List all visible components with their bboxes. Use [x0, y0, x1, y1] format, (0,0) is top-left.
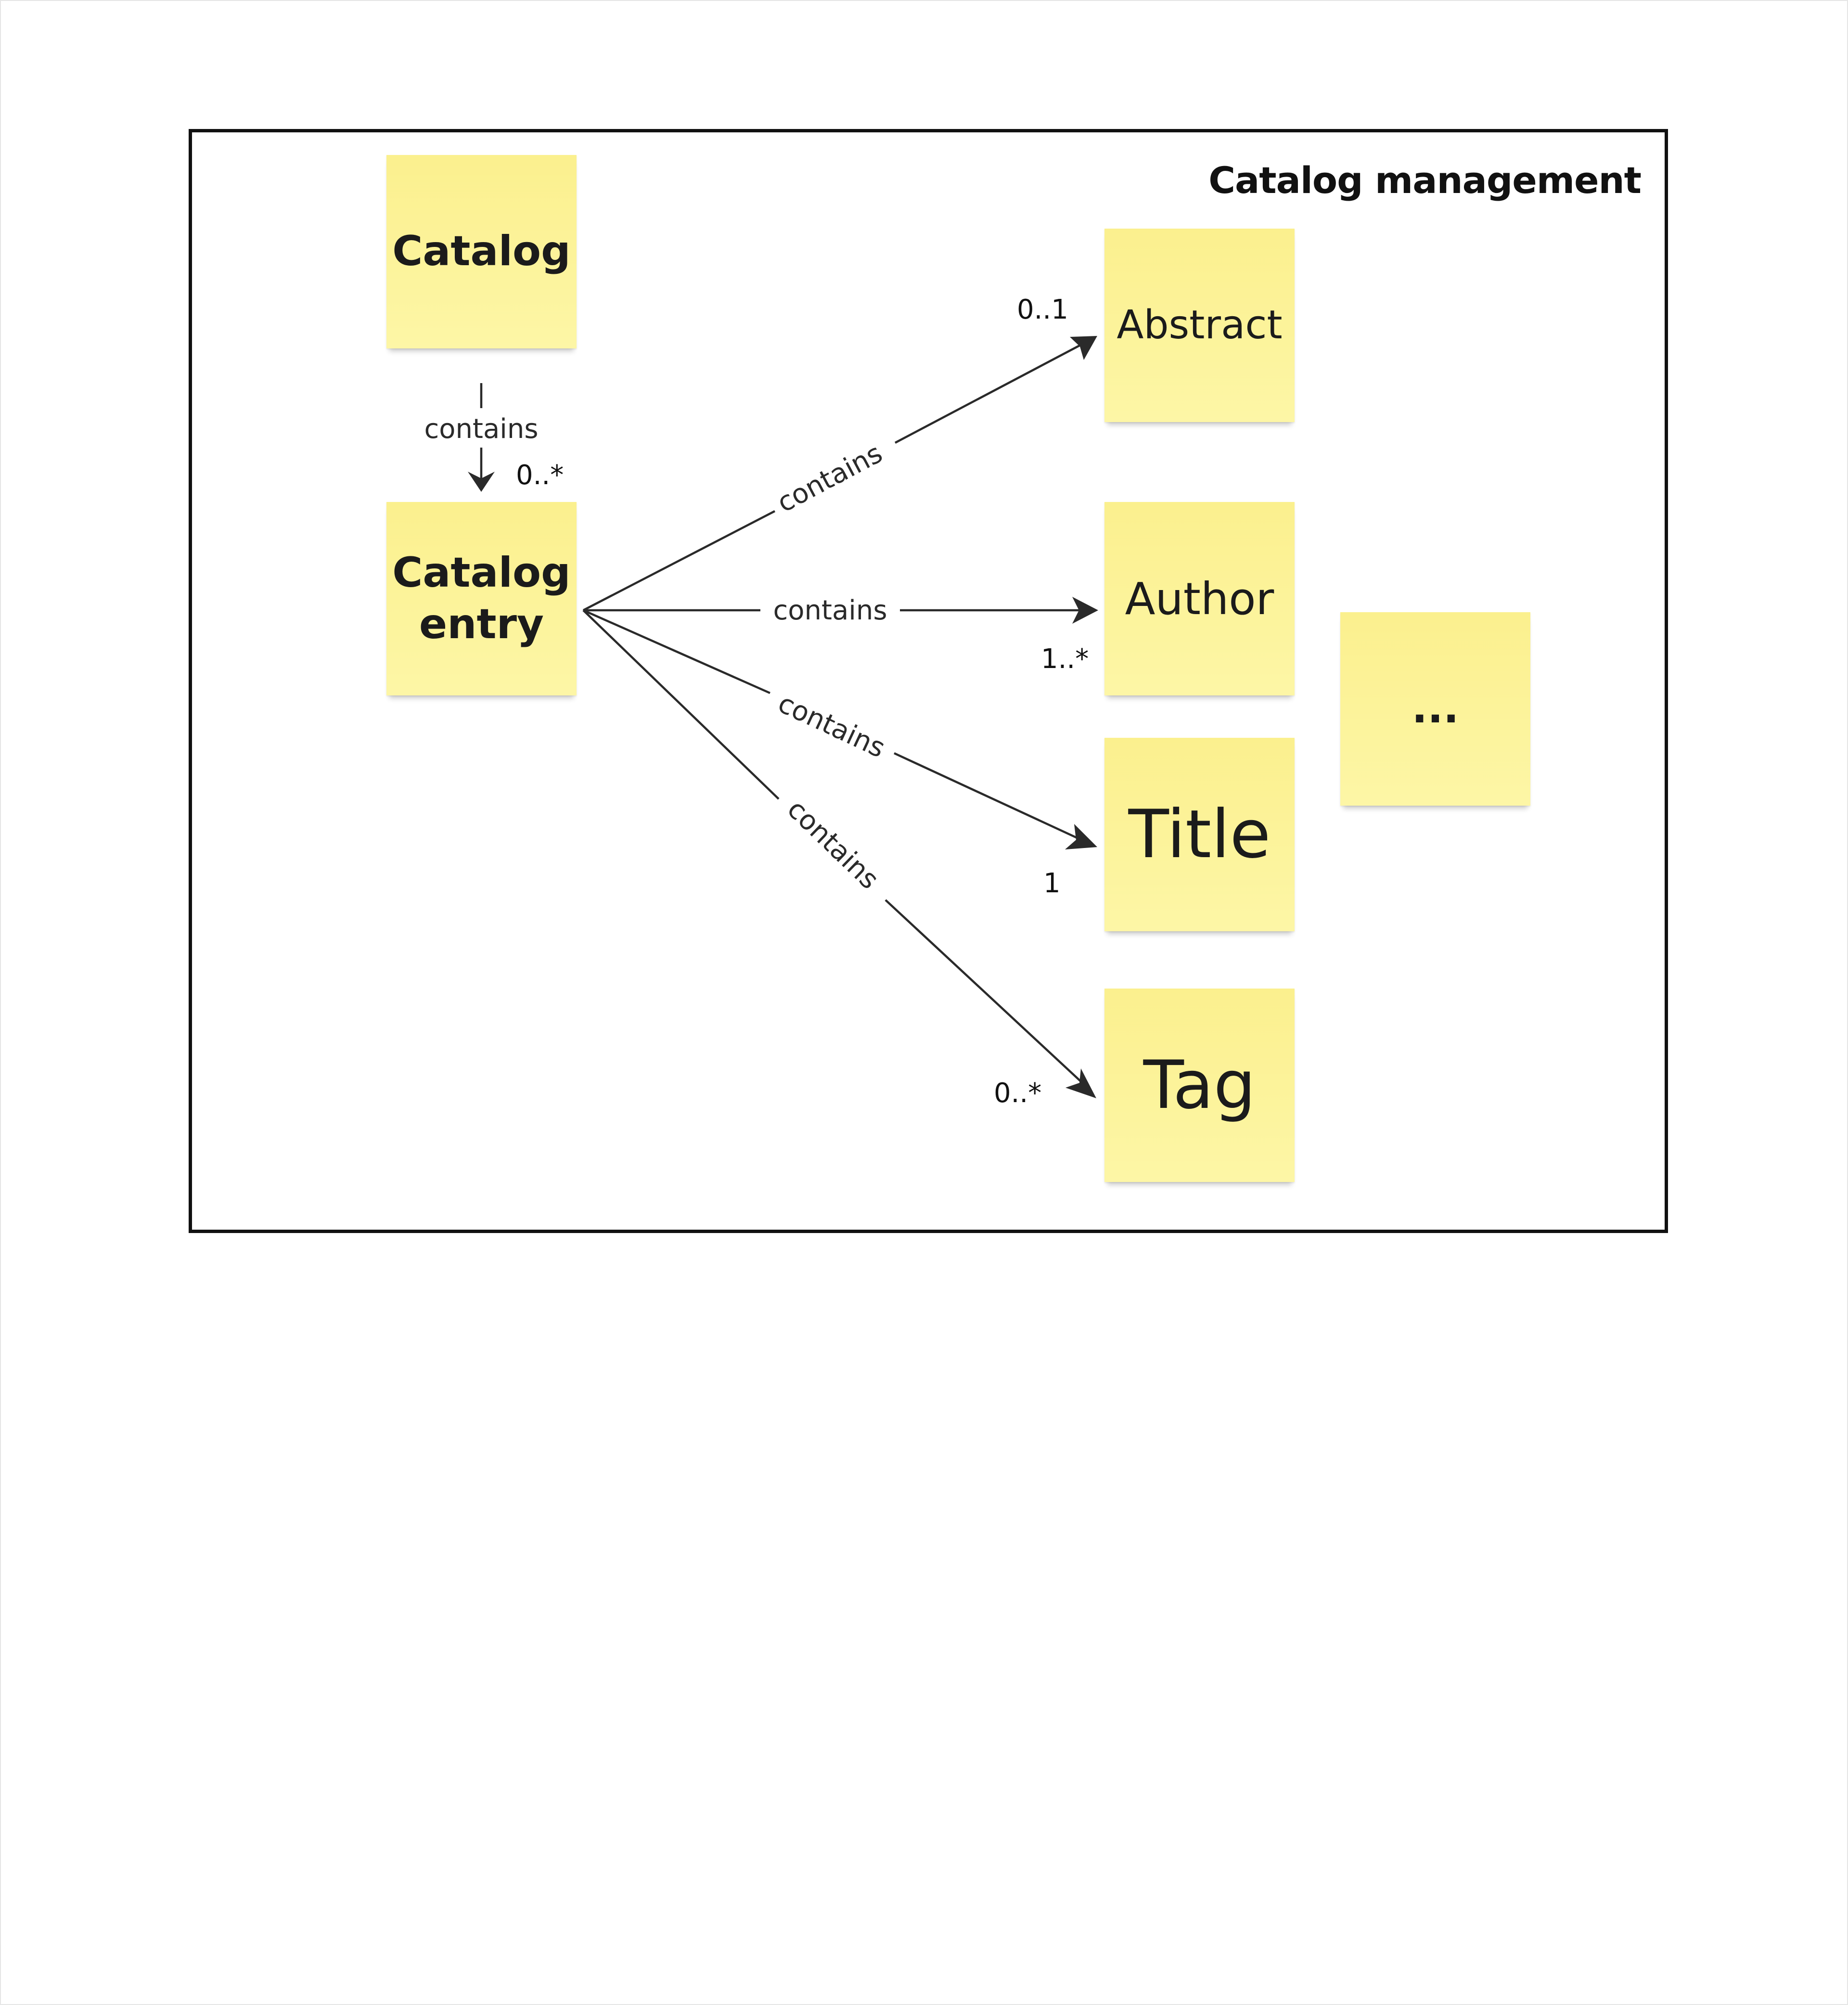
sticky-text: Title: [1128, 795, 1271, 873]
edge-entry-to-author[interactable]: contains 1..*: [583, 595, 1098, 675]
edge-line: [582, 609, 780, 800]
edge-line: [582, 510, 776, 611]
edge-entry-to-tag[interactable]: contains 0..*: [582, 609, 1096, 1109]
sticky-text: Catalog entry: [392, 547, 570, 651]
arrowhead: [1065, 824, 1097, 849]
edge-line: [583, 609, 770, 694]
sticky-text: Tag: [1143, 1046, 1256, 1124]
edge-label: contains: [773, 688, 890, 764]
arrowhead: [1072, 597, 1098, 624]
sticky-note-author[interactable]: Author: [1104, 502, 1295, 695]
sticky-note-catalog[interactable]: Catalog: [386, 155, 577, 348]
arrowhead: [1070, 336, 1097, 360]
edge-label: contains: [773, 595, 887, 626]
multiplicity-label: 1..*: [1041, 643, 1089, 675]
sticky-note-tag[interactable]: Tag: [1104, 989, 1295, 1182]
edge-entry-to-abstract[interactable]: contains 0..1: [582, 294, 1097, 611]
edge-label: contains: [772, 437, 887, 519]
edge-line: [885, 899, 1090, 1090]
sticky-text: ...: [1412, 684, 1459, 733]
edge-label: contains: [781, 794, 885, 895]
edge-catalog-to-entry[interactable]: contains 0..*: [424, 383, 564, 492]
sticky-text: Catalog: [392, 227, 571, 276]
multiplicity-label: 0..*: [994, 1078, 1041, 1109]
sticky-text-line: Catalog: [392, 548, 571, 597]
arrowhead: [468, 472, 495, 492]
sticky-text-line: entry: [419, 600, 544, 648]
arrowhead: [1065, 1068, 1096, 1098]
sticky-note-abstract[interactable]: Abstract: [1104, 229, 1295, 422]
sticky-note-catalog-entry[interactable]: Catalog entry: [386, 502, 577, 695]
sticky-note-title[interactable]: Title: [1104, 738, 1295, 931]
edge-line: [894, 340, 1090, 444]
multiplicity-label: 0..*: [516, 460, 564, 491]
multiplicity-label: 0..1: [1017, 294, 1068, 325]
sticky-text: Author: [1125, 573, 1274, 625]
edge-line: [894, 752, 1089, 845]
multiplicity-label: 1: [1043, 868, 1061, 899]
sticky-note-more[interactable]: ...: [1340, 612, 1530, 806]
edge-label: contains: [424, 413, 538, 445]
catalog-management-frame[interactable]: [189, 129, 1668, 1233]
frame-title[interactable]: Catalog management: [1208, 159, 1642, 202]
sticky-text: Abstract: [1116, 302, 1283, 348]
